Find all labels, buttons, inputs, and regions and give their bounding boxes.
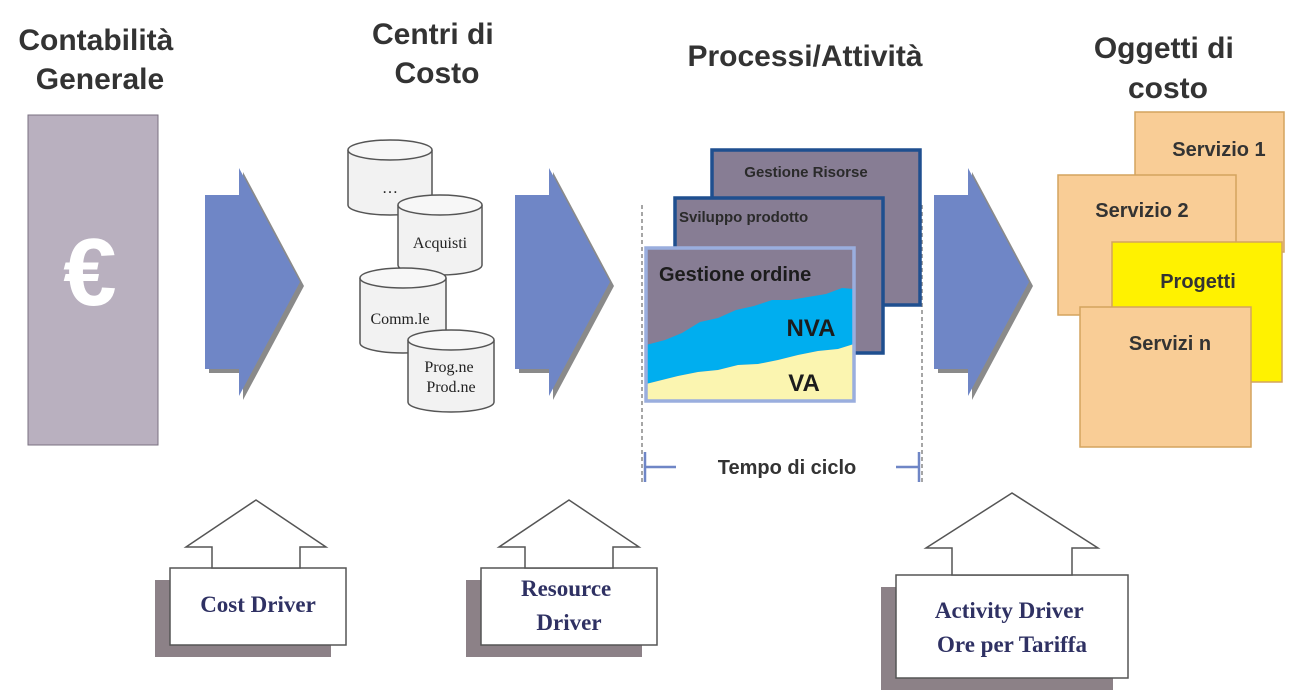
header-cost-centers: Centri di Costo (372, 18, 502, 90)
header-cost-centers-line1: Centri di (372, 18, 494, 51)
cost-driver-arrow (183, 499, 329, 569)
cycle-time-label: Tempo di ciclo (718, 457, 857, 479)
cost-center-label-3: Comm.le (370, 311, 429, 328)
header-cost-objects-line1: Oggetti di (1094, 32, 1234, 65)
activity-driver-arrow (923, 492, 1101, 576)
cost-object-servizi-n: Servizi n (1079, 306, 1252, 448)
cost-center-cylinder-2: Acquisti (397, 194, 483, 276)
cost-driver-callout: Cost Driver (155, 499, 347, 657)
activity-card-label: Gestione Risorse (744, 164, 867, 181)
nva-area (646, 288, 854, 384)
cost-object-label: Servizi n (1129, 333, 1211, 355)
flow-arrow-1 (205, 168, 304, 400)
cost-object-label: Servizio 2 (1095, 200, 1188, 222)
activity-card-gestione-ordine: Gestione ordine NVA VA (644, 246, 856, 403)
header-general-accounting-line2: Generale (36, 63, 164, 96)
nva-label: NVA (787, 315, 836, 342)
general-ledger-block (27, 114, 159, 446)
cost-center-label-2: Acquisti (413, 235, 468, 252)
cost-center-label-1: … (382, 180, 398, 197)
activity-driver-label: Activity Driver Ore per Tariffa (935, 598, 1089, 657)
cycle-time-indicator: Tempo di ciclo (643, 452, 921, 482)
va-area (646, 344, 854, 401)
euro-icon: € (63, 219, 116, 326)
resource-driver-callout: Resource Driver (466, 499, 658, 657)
va-label: VA (788, 370, 820, 397)
cost-center-label-4: Prog.ne Prod.ne (424, 359, 477, 396)
flow-arrow-2 (515, 168, 614, 400)
activity-driver-callout: Activity Driver Ore per Tariffa (881, 492, 1129, 690)
cost-object-label: Servizio 1 (1172, 139, 1265, 161)
header-general-accounting-line1: Contabilità (18, 24, 173, 57)
activity-card-label: Sviluppo prodotto (679, 209, 808, 226)
header-general-accounting: Contabilità Generale (18, 24, 181, 96)
header-cost-centers-line2: Costo (395, 57, 480, 90)
resource-driver-label: Resource Driver (521, 576, 617, 635)
header-cost-objects-line2: costo (1128, 72, 1208, 105)
activity-card-label: Gestione ordine (659, 264, 811, 286)
cost-center-cylinder-4: Prog.ne Prod.ne (407, 329, 495, 413)
resource-driver-arrow (496, 499, 642, 569)
cost-driver-label: Cost Driver (200, 592, 316, 617)
header-processes: Processi/Attività (687, 40, 922, 73)
cost-object-label: Progetti (1160, 271, 1236, 293)
header-cost-objects: Oggetti di costo (1094, 32, 1242, 105)
flow-arrow-3 (934, 168, 1033, 400)
